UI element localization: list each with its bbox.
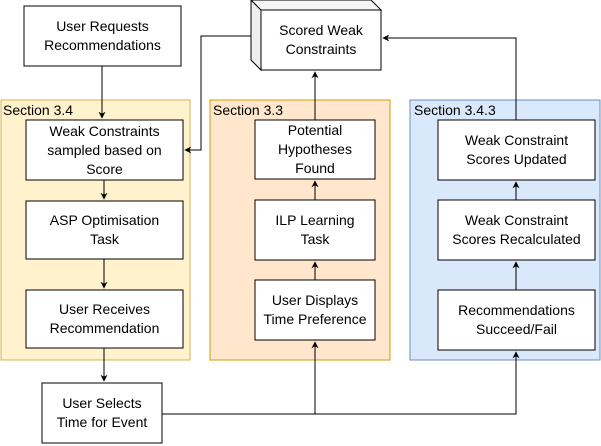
asp-task-node: ASP Optimisation Task <box>49 212 160 247</box>
rec-succeed-node: Recommendations Succeed/Fail <box>458 302 575 337</box>
user-displays-box <box>254 279 376 341</box>
section-3-4-3-label: Section 3.4.3 <box>414 102 496 118</box>
scores-recalc-node: Weak Constraint Scores Recalculated <box>452 212 581 247</box>
section-3-4-label: Section 3.4 <box>3 102 74 118</box>
user-receives-box <box>25 289 184 349</box>
asp-task-box <box>25 200 184 260</box>
ilp-task-node: ILP Learning Task <box>275 212 355 247</box>
user-selects-node: User Selects Time for Event <box>56 395 148 430</box>
scores-updated-box <box>437 119 596 181</box>
scores-recalc-box <box>437 199 596 261</box>
rec-succeed-box <box>437 289 596 351</box>
user-selects-box <box>41 382 163 444</box>
arrow-updated-to-scored <box>382 34 517 120</box>
arrow-selects-to-succeed <box>315 351 520 415</box>
weak-sampled-node: Weak Constraints sampled based on Score <box>47 122 162 177</box>
section-3-3-label: Section 3.3 <box>213 102 284 118</box>
arrow-scored-to-sampled <box>184 35 251 154</box>
potential-hyp-box <box>254 119 376 180</box>
user-displays-node: User Displays Time Preference <box>263 292 367 327</box>
scored-weak-cube <box>250 0 383 72</box>
user-requests-node: User Requests Recommendations <box>44 18 161 53</box>
potential-hyp-node: Potential Hypotheses Found <box>278 122 352 176</box>
weak-sampled-box <box>25 119 184 181</box>
scored-weak-node: Scored Weak Constraints <box>279 22 363 57</box>
scores-updated-node: Weak Constraint Scores Updated <box>464 132 569 167</box>
user-requests-box <box>23 5 182 67</box>
user-receives-node: User Receives Recommendation <box>49 301 160 336</box>
ilp-task-box <box>254 199 376 261</box>
